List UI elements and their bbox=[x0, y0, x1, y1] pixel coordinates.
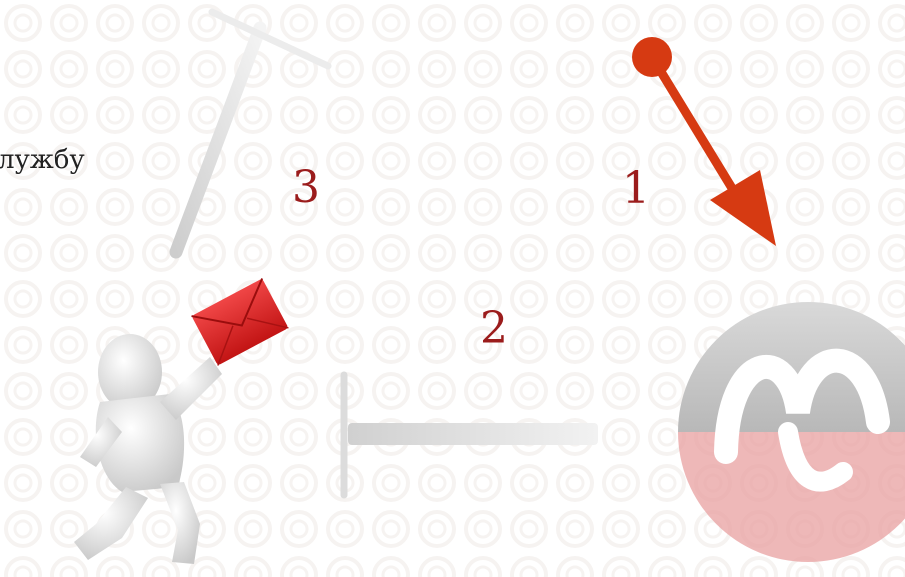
step-number-2: 2 bbox=[480, 303, 508, 354]
step-2-arrow bbox=[340, 371, 598, 499]
text-fragment: лужбу bbox=[0, 145, 85, 175]
step-number-3: 3 bbox=[292, 162, 320, 213]
person-running-with-letter-icon bbox=[74, 278, 289, 564]
step-1-arrow bbox=[632, 37, 776, 246]
brand-logo-icon bbox=[678, 302, 905, 562]
step-3-arrow bbox=[169, 8, 332, 259]
step-number-1: 1 bbox=[622, 163, 650, 214]
